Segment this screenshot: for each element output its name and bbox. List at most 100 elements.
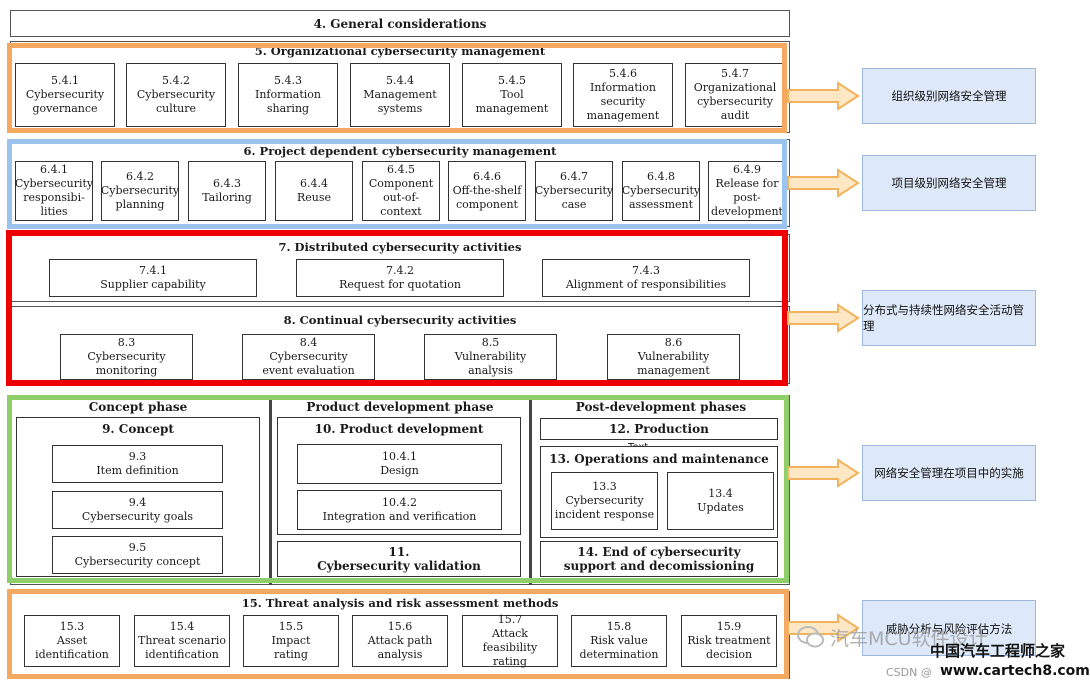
phase-divider xyxy=(529,399,532,585)
clause-number: 6.4.2 xyxy=(126,170,154,183)
clause-label: Request for quotation xyxy=(339,278,461,291)
clause-label: Cybersecurity monitoring xyxy=(87,350,166,377)
end-support-box: 14. End of cybersecurity support and dec… xyxy=(540,541,778,577)
clause-number: 5.4.6 xyxy=(609,67,637,80)
continual-title: 8. Continual cybersecurity activities xyxy=(283,313,517,327)
clause-number: 15.6 xyxy=(387,620,413,633)
clause-number: 5.4.2 xyxy=(162,74,190,87)
clause-label: Risk treatment decision xyxy=(687,634,771,661)
arrow-right-icon xyxy=(787,81,860,111)
clause-label: Management systems xyxy=(363,88,437,115)
product-phase-label: Product development phase xyxy=(306,400,494,414)
clause-number: 15.3 xyxy=(59,620,85,633)
clause-number: 5.4.5 xyxy=(498,74,526,87)
clause-label: Threat scenario identification xyxy=(137,634,227,661)
production-label: 12. Production xyxy=(609,422,709,436)
clause-label: Cybersecurity event evaluation xyxy=(262,350,355,377)
org-title: 5. Organizational cybersecurity manageme… xyxy=(254,44,546,58)
validation-box: 11. Cybersecurity validation xyxy=(277,541,521,577)
clause-label: Cybersecurity goals xyxy=(81,510,194,523)
clause-number: 7.4.1 xyxy=(139,264,167,277)
clause-number: 13.4 xyxy=(708,487,733,500)
clause-label: Risk value determination xyxy=(579,634,659,661)
clause-label: Cybersecurity responsibi- lities xyxy=(14,177,94,218)
clause-label: Cybersecurity concept xyxy=(74,555,201,568)
clause-number: 5.4.3 xyxy=(274,74,302,87)
arrow-right-icon xyxy=(787,168,860,198)
arrow-right-icon xyxy=(787,303,860,333)
clause-label: Alignment of responsibilities xyxy=(565,278,727,291)
validation-label: Cybersecurity validation xyxy=(317,559,481,573)
clause-label: Cybersecurity incident response xyxy=(554,494,655,521)
clause-number: 6.4.5 xyxy=(387,163,415,176)
clause-label: Asset identification xyxy=(35,634,109,661)
annotation-tara: 威胁分析与风险评估方法 xyxy=(862,600,1036,656)
clause-label: Vulnerability management xyxy=(637,350,710,377)
annotation-project: 项目级别网络安全管理 xyxy=(862,155,1036,211)
clause-label: Supplier capability xyxy=(100,278,206,291)
post-phase-label: Post-development phases xyxy=(575,400,747,414)
clause-number: 9.3 xyxy=(128,450,147,463)
clause-label: Updates xyxy=(697,501,744,514)
clause-number: 9.5 xyxy=(128,541,147,554)
clause-number: 15.5 xyxy=(278,620,304,633)
clause-number: 15.7 xyxy=(497,613,523,626)
clause-label: Cybersecurity case xyxy=(534,184,614,211)
annotation-org: 组织级别网络安全管理 xyxy=(862,68,1036,124)
wechat-watermark: 汽车MCU软件设计 xyxy=(830,628,988,650)
site-url-watermark: www.cartech8.com xyxy=(940,663,1090,679)
clause-number: 15.4 xyxy=(169,620,195,633)
project-title: 6. Project dependent cybersecurity manag… xyxy=(243,144,557,158)
clause-number: 10.4.2 xyxy=(382,496,417,509)
distributed-title: 7. Distributed cybersecurity activities xyxy=(278,240,522,254)
clause-label: Information sharing xyxy=(254,88,322,115)
clause-label: Item definition xyxy=(96,464,179,477)
concept-title: 9. Concept xyxy=(102,422,174,436)
clause-label: Cybersecurity assessment xyxy=(621,184,701,211)
wechat-icon xyxy=(797,626,824,648)
clause-number: 5.4.1 xyxy=(51,74,79,87)
clause-number: 8.5 xyxy=(481,336,500,349)
clause-number: 8.4 xyxy=(299,336,318,349)
clause-label: Attack path analysis xyxy=(367,634,433,661)
production-box: 12. Production xyxy=(540,418,778,440)
clause-label: Attack feasibility rating xyxy=(482,627,538,668)
clause-number: 7.4.2 xyxy=(386,264,414,277)
clause-label: Cybersecurity governance xyxy=(25,88,105,115)
clause-number: 7.4.3 xyxy=(632,264,660,277)
clause-number: 6.4.3 xyxy=(213,177,241,190)
clause-number: 8.3 xyxy=(117,336,136,349)
csdn-watermark: CSDN @ xyxy=(886,666,932,679)
clause-number: 10.4.1 xyxy=(382,450,417,463)
clause-label: Component out-of-context xyxy=(368,177,434,218)
clause-number: 13.3 xyxy=(592,480,617,493)
clause-label: Tool management xyxy=(475,88,549,115)
clause-label: Cybersecurity planning xyxy=(100,184,180,211)
clause-number: 9.4 xyxy=(128,496,147,509)
general-considerations: 4. General considerations xyxy=(10,10,790,37)
clause-label: Release for post- development xyxy=(711,177,783,218)
